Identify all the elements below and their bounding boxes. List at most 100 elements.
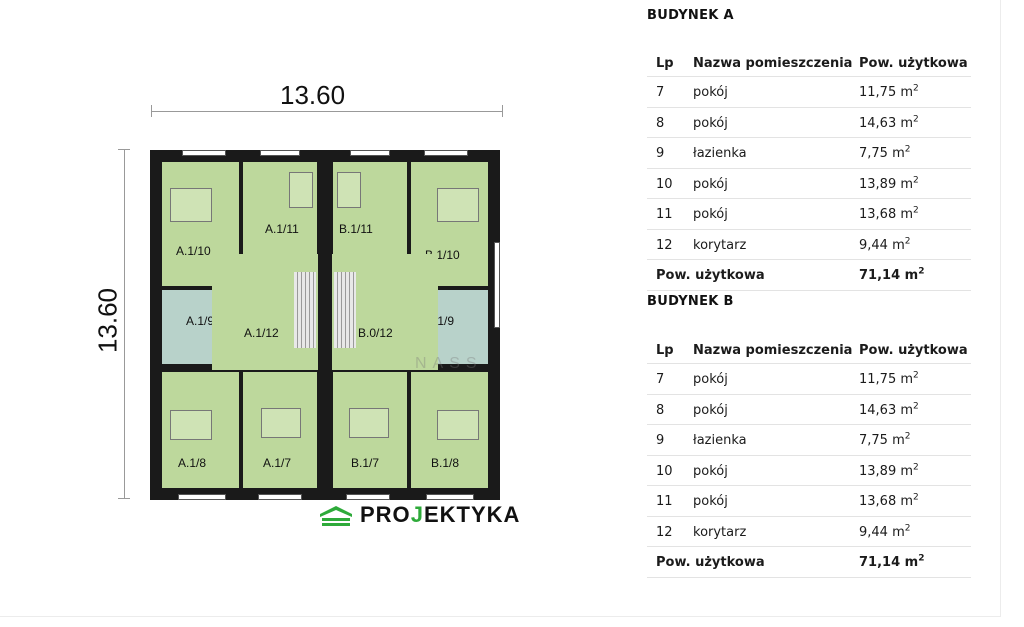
- room-label: B.1/11: [339, 222, 373, 236]
- table-row: 11 pokój 13,68 m2: [647, 486, 971, 517]
- logo-text-accent: J: [410, 502, 424, 527]
- cell-name: łazienka: [693, 146, 747, 161]
- cell-area: 13,68 m2: [859, 205, 919, 222]
- header-name: Nazwa pomieszczenia: [693, 56, 853, 71]
- cell-name: pokój: [693, 115, 728, 131]
- cell-area: 13,89 m2: [859, 175, 919, 192]
- cell-area: 9,44 m2: [859, 236, 911, 253]
- header-area: Pow. użytkowa: [859, 343, 968, 358]
- cell-name: pokój: [693, 494, 728, 509]
- stairs: [294, 272, 316, 348]
- room-label: A.1/7: [263, 456, 292, 470]
- cell-name: pokój: [693, 207, 728, 222]
- table-row: 12 korytarz 9,44 m2: [647, 517, 971, 547]
- logo-text-rest: EKTYKA: [423, 502, 521, 527]
- room-b17: B.1/7: [333, 372, 407, 488]
- table-row: 11 pokój 13,68 m2: [647, 199, 971, 230]
- width-dimension-line: [151, 103, 503, 119]
- room-label: A.1/12: [244, 326, 279, 340]
- window: [260, 150, 300, 156]
- house-logo-icon: [320, 506, 352, 526]
- bed-icon: [337, 172, 361, 208]
- room-b111: B.1/11: [333, 162, 407, 268]
- bed-icon: [170, 188, 212, 222]
- cell-name: pokój: [693, 463, 728, 479]
- room-a111: A.1/11: [243, 162, 317, 268]
- bed-icon: [437, 410, 479, 440]
- table-total-row: Pow. użytkowa 71,14 m2: [647, 547, 971, 578]
- table-row: 12 korytarz 9,44 m2: [647, 230, 971, 260]
- projektyka-logo: PROJEKTYKA: [318, 502, 520, 528]
- cell-name: łazienka: [693, 433, 747, 448]
- table-header: Lp Nazwa pomieszczenia Pow. użytkowa: [647, 45, 971, 77]
- table-row: 10 pokój 13,89 m2: [647, 169, 971, 199]
- table-row: 7 pokój 11,75 m2: [647, 77, 971, 108]
- bed-icon: [289, 172, 313, 208]
- room-label: B.1/7: [351, 456, 380, 470]
- table-total-row: Pow. użytkowa 71,14 m2: [647, 260, 971, 291]
- cell-lp: 12: [656, 237, 673, 253]
- header-lp: Lp: [656, 56, 674, 71]
- window: [346, 494, 390, 500]
- header-area: Pow. użytkowa: [859, 56, 968, 71]
- table-row: 8 pokój 14,63 m2: [647, 108, 971, 138]
- window: [182, 150, 226, 156]
- total-label: Pow. użytkowa: [656, 268, 765, 283]
- cell-lp: 11: [656, 494, 673, 509]
- window: [424, 150, 468, 156]
- cell-lp: 7: [656, 372, 665, 387]
- cell-area: 13,89 m2: [859, 462, 919, 479]
- cell-name: korytarz: [693, 237, 747, 253]
- cell-lp: 11: [656, 207, 673, 222]
- bed-icon: [349, 408, 389, 438]
- total-value: 71,14 m2: [859, 266, 925, 283]
- cell-name: korytarz: [693, 524, 747, 540]
- room-label: B.1/8: [431, 456, 460, 470]
- table-row: 9 łazienka 7,75 m2: [647, 425, 971, 456]
- cell-name: pokój: [693, 85, 728, 100]
- cell-name: pokój: [693, 176, 728, 192]
- window: [178, 494, 226, 500]
- cell-area: 14,63 m2: [859, 401, 919, 418]
- watermark-text: NASS: [415, 355, 483, 372]
- window: [258, 494, 302, 500]
- room-a17: A.1/7: [243, 372, 317, 488]
- cell-lp: 9: [656, 433, 665, 448]
- cell-lp: 8: [656, 402, 665, 418]
- cell-lp: 12: [656, 524, 673, 540]
- bed-icon: [170, 410, 212, 440]
- room-b012: B.0/12: [332, 254, 438, 370]
- table-row: 9 łazienka 7,75 m2: [647, 138, 971, 169]
- cell-area: 13,68 m2: [859, 492, 919, 509]
- floor-plan: 13.60 13.60 A.1/10 A.1/11 B.1/11: [93, 80, 520, 528]
- cell-name: pokój: [693, 372, 728, 387]
- cell-area: 14,63 m2: [859, 114, 919, 131]
- cell-lp: 9: [656, 146, 665, 161]
- room-a112: A.1/12: [212, 254, 318, 370]
- logo-wordmark: PROJEKTYKA: [360, 502, 520, 528]
- building-b-table: Lp Nazwa pomieszczenia Pow. użytkowa 7 p…: [647, 332, 971, 578]
- cell-lp: 10: [656, 176, 673, 192]
- cell-area: 11,75 m2: [859, 83, 919, 100]
- cell-area: 11,75 m2: [859, 370, 919, 387]
- width-dimension-label: 13.60: [280, 80, 346, 110]
- cell-area: 9,44 m2: [859, 523, 911, 540]
- logo-text-main: PRO: [360, 502, 411, 527]
- building-b-title: BUDYNEK B: [647, 294, 734, 309]
- building-a-table: Lp Nazwa pomieszczenia Pow. użytkowa 7 p…: [647, 45, 971, 291]
- building-a-title: BUDYNEK A: [647, 8, 734, 23]
- room-label: A.1/10: [176, 244, 211, 258]
- room-b18: B.1/8: [411, 372, 488, 488]
- total-label: Pow. użytkowa: [656, 555, 765, 570]
- room-label: A.1/9: [186, 314, 215, 328]
- stairs: [334, 272, 356, 348]
- window: [350, 150, 390, 156]
- room-label: A.1/8: [178, 456, 207, 470]
- window: [494, 242, 500, 328]
- total-value: 71,14 m2: [859, 553, 925, 570]
- room-label: A.1/11: [265, 222, 299, 236]
- page-card: 13.60 13.60 A.1/10 A.1/11 B.1/11: [0, 0, 1001, 617]
- cell-lp: 8: [656, 115, 665, 131]
- table-header: Lp Nazwa pomieszczenia Pow. użytkowa: [647, 332, 971, 364]
- header-name: Nazwa pomieszczenia: [693, 343, 853, 358]
